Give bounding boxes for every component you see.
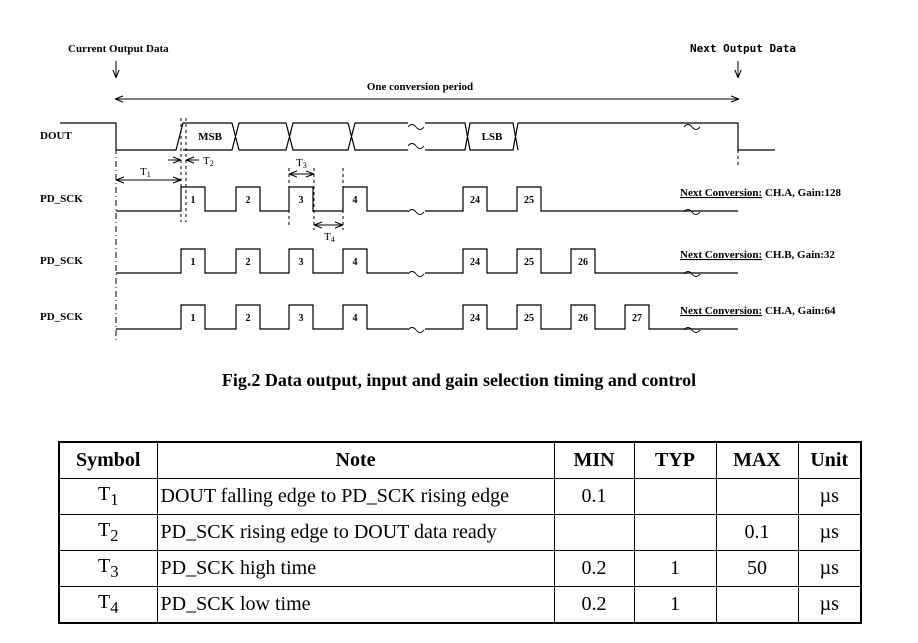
- pd-sck-break-mark: [683, 327, 701, 333]
- table-row: T4 PD_SCK low time 0.2 1 µs: [58, 586, 862, 624]
- cell-min: 0.1: [553, 478, 635, 515]
- header-note: Note: [156, 441, 555, 479]
- t2-label: T2: [203, 155, 214, 168]
- header-symbol: Symbol: [58, 441, 158, 479]
- dout-break-mark-2: [683, 124, 701, 130]
- cell-min: [553, 514, 635, 551]
- cell-symbol: T1: [58, 478, 158, 515]
- pd-sck-pulse-number: 26: [578, 257, 588, 268]
- next-conversion-prefix: Next Conversion:: [680, 249, 762, 261]
- cell-max: 50: [715, 550, 799, 587]
- dout-msb-label: MSB: [198, 131, 223, 143]
- cell-unit: µs: [797, 550, 862, 587]
- pd-sck-break-mark: [683, 271, 701, 277]
- pd-sck-pulse-number: 1: [191, 195, 196, 206]
- header-max: MAX: [715, 441, 799, 479]
- pd-sck-pulse-number: 24: [470, 195, 480, 206]
- pd-sck-waveform: [116, 304, 738, 330]
- pd-sck-pulse-number: 1: [191, 313, 196, 324]
- cell-typ: [633, 514, 717, 551]
- table-row: T2 PD_SCK rising edge to DOUT data ready…: [58, 514, 862, 551]
- cell-typ: [633, 478, 717, 515]
- table-row: T1 DOUT falling edge to PD_SCK rising ed…: [58, 478, 862, 515]
- cell-symbol: T3: [58, 550, 158, 587]
- pd-sck-pulse-number: 25: [524, 313, 534, 324]
- cell-max: [715, 586, 799, 624]
- next-conversion-detail: CH.A, Gain:64: [762, 305, 836, 317]
- dout-waveform: [60, 122, 775, 151]
- cell-note: PD_SCK high time: [156, 550, 555, 587]
- table-header-row: Symbol Note MIN TYP MAX Unit: [58, 441, 862, 479]
- dout-signal-label: DOUT: [40, 130, 72, 142]
- timing-spec-table: Symbol Note MIN TYP MAX Unit T1 DOUT fal…: [58, 441, 862, 624]
- pd-sck-pulse-number: 1: [191, 257, 196, 268]
- pd-sck-pulse-number: 2: [246, 257, 251, 268]
- next-conversion-detail: CH.B, Gain:32: [762, 249, 835, 261]
- cell-typ: 1: [633, 550, 717, 587]
- conversion-period-label: One conversion period: [367, 81, 473, 93]
- pd-sck-pulse-number: 24: [470, 257, 480, 268]
- pd-sck-row: PD_SCK 1 2 3 4 24 25 26 Next Conversion: CH.B, G…: [40, 248, 835, 277]
- header-unit: Unit: [797, 441, 862, 479]
- pd-sck-row: PD_SCK 1 2 3 4 24 25 Next Conversion: CH.A, Gai…: [40, 186, 842, 215]
- cell-unit: µs: [797, 586, 862, 624]
- table-row: T3 PD_SCK high time 0.2 1 50 µs: [58, 550, 862, 587]
- cell-max: [715, 478, 799, 515]
- cell-note: PD_SCK rising edge to DOUT data ready: [156, 514, 555, 551]
- pd-sck-pulse-number: 2: [246, 313, 251, 324]
- cell-note: DOUT falling edge to PD_SCK rising edge: [156, 478, 555, 515]
- t4-label: T4: [324, 231, 335, 244]
- next-conversion-prefix: Next Conversion:: [680, 187, 762, 199]
- dout-lsb-label: LSB: [482, 131, 503, 143]
- t1-label: T1: [140, 166, 151, 179]
- pd-sck-pulse-number: 25: [524, 257, 534, 268]
- cell-typ: 1: [633, 586, 717, 624]
- cell-min: 0.2: [553, 586, 635, 624]
- cell-symbol: T2: [58, 514, 158, 551]
- pd-sck-pulse-number: 4: [353, 257, 358, 268]
- pd-sck-waveform: [116, 186, 738, 212]
- pd-sck-pulse-number: 27: [632, 313, 642, 324]
- cell-symbol: T4: [58, 586, 158, 624]
- pd-sck-pulse-number: 3: [299, 313, 304, 324]
- t3-label: T3: [296, 157, 307, 170]
- pd-sck-break-mark: [407, 271, 425, 277]
- pd-sck-pulse-number: 3: [299, 195, 304, 206]
- next-conversion-label: Next Conversion: CH.A, Gain:128: [680, 187, 842, 199]
- cell-min: 0.2: [553, 550, 635, 587]
- pd-sck-pulse-number: 4: [353, 313, 358, 324]
- pd-sck-pulse-number: 26: [578, 313, 588, 324]
- pd-sck-pulse-number: 3: [299, 257, 304, 268]
- figure-caption: Fig.2 Data output, input and gain select…: [221, 370, 697, 390]
- cell-max: 0.1: [715, 514, 799, 551]
- next-conversion-detail: CH.A, Gain:128: [762, 187, 841, 199]
- pd-sck-pulse-number: 2: [246, 195, 251, 206]
- next-conversion-label: Next Conversion: CH.A, Gain:64: [680, 305, 836, 317]
- pd-sck-break-mark: [683, 209, 701, 215]
- pd-sck-break-mark: [407, 327, 425, 333]
- pd-sck-label: PD_SCK: [40, 255, 83, 267]
- pd-sck-label: PD_SCK: [40, 193, 83, 205]
- pd-sck-break-mark: [407, 209, 425, 215]
- cell-unit: µs: [797, 478, 862, 515]
- header-min: MIN: [553, 441, 635, 479]
- next-conversion-label: Next Conversion: CH.B, Gain:32: [680, 249, 835, 261]
- pd-sck-pulse-number: 4: [353, 195, 358, 206]
- dout-break-mark-1: [407, 124, 425, 149]
- cell-note: PD_SCK low time: [156, 586, 555, 624]
- header-typ: TYP: [633, 441, 717, 479]
- pd-sck-pulse-number: 24: [470, 313, 480, 324]
- timing-diagram: Current Output Data Next Output Data One…: [40, 42, 842, 340]
- pd-sck-pulse-number: 25: [524, 195, 534, 206]
- pd-sck-row: PD_SCK 1 2 3 4 24 25 26 27 Next Conversion: CH.A,…: [40, 304, 836, 333]
- next-conversion-prefix: Next Conversion:: [680, 305, 762, 317]
- current-output-label: Current Output Data: [68, 43, 169, 55]
- pd-sck-waveform: [116, 248, 738, 274]
- cell-unit: µs: [797, 514, 862, 551]
- pd-sck-label: PD_SCK: [40, 311, 83, 323]
- next-output-label: Next Output Data: [690, 42, 796, 55]
